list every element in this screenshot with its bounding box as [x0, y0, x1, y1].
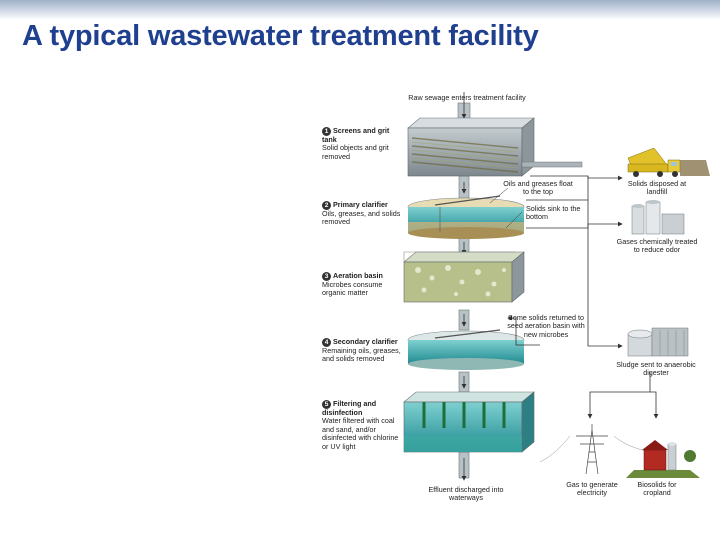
- filtering-tank: [404, 392, 534, 452]
- primary-clarifier: [408, 196, 524, 239]
- landfill-output-label: Solids disposed at landfill: [618, 180, 696, 197]
- solids-sink-annotation: Solids sink to the bottom: [526, 205, 586, 222]
- electricity-output-label: Gas to generate electricity: [556, 481, 628, 498]
- oils-float-annotation: Oils and greases float to the top: [502, 180, 574, 197]
- power-tower-icon: [540, 424, 652, 474]
- intake-label: Raw sewage enters treatment facility: [392, 94, 542, 102]
- gas-tanks-icon: [632, 200, 684, 234]
- digester-icon: [628, 328, 688, 356]
- dump-truck-icon: [628, 148, 710, 177]
- returned-solids-annotation: Some solids returned to seed aeration ba…: [504, 314, 588, 339]
- biosolids-output-label: Biosolids for cropland: [626, 481, 688, 498]
- digester-output-label: Sludge sent to anaerobic digester: [614, 361, 698, 378]
- effluent-label: Effluent discharged into waterways: [422, 486, 510, 503]
- aeration-basin: [404, 252, 524, 302]
- grit-tank: [408, 118, 582, 176]
- barn-field-icon: [626, 440, 700, 478]
- gases-output-label: Gases chemically treated to reduce odor: [614, 238, 700, 255]
